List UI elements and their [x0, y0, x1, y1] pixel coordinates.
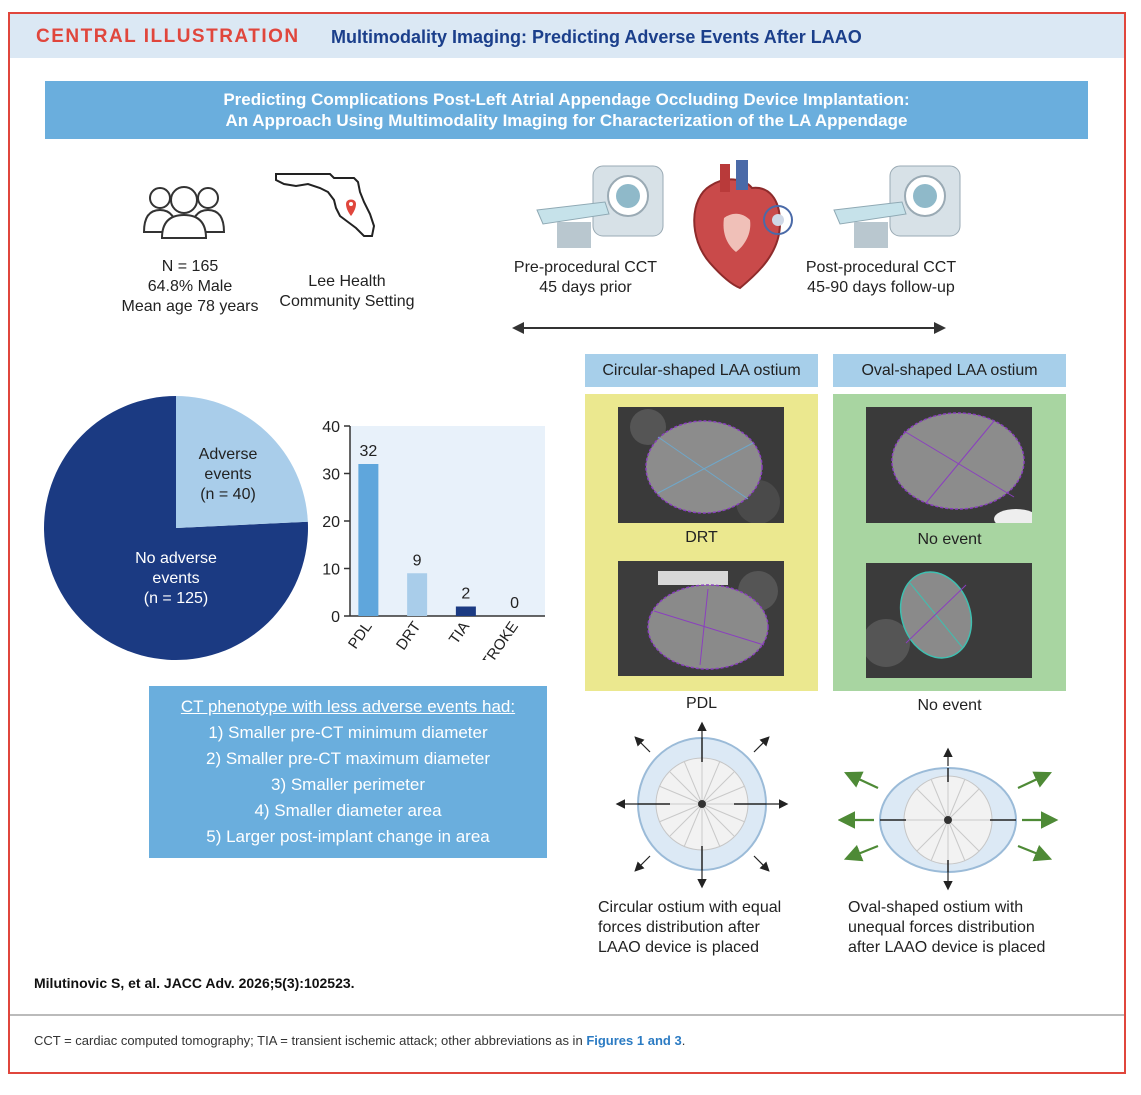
pie-adverse-label: Adverse events (n = 40) — [178, 445, 278, 505]
oval-force-diagram-icon — [838, 747, 1059, 891]
x-tick-label: TIA — [446, 619, 473, 648]
circular-caption-line-2: forces distribution after — [598, 919, 760, 936]
bar-drt — [407, 573, 428, 616]
y-tick-label: 20 — [322, 514, 340, 531]
phenotype-heading: CT phenotype with less adverse events ha… — [180, 697, 516, 716]
y-tick-label: 10 — [322, 562, 340, 579]
pie-adverse-line-1: Adverse — [198, 446, 258, 463]
oval-force-caption: Oval-shaped ostium with unequal forces d… — [848, 898, 1073, 958]
footnote-end: . — [681, 1033, 686, 1048]
y-tick-label: 40 — [322, 420, 340, 436]
circular-top-label: DRT — [685, 529, 718, 546]
bar-value-label: 0 — [510, 595, 519, 612]
cohort-n: N = 165 — [161, 258, 219, 275]
footnote: CCT = cardiac computed tomography; TIA =… — [34, 1033, 685, 1048]
post-procedural-label: Post-procedural CCT 45-90 days follow-up — [790, 258, 972, 298]
cohort-age: Mean age 78 years — [121, 298, 259, 315]
florida-map-icon — [275, 173, 376, 237]
post-line-2: 45-90 days follow-up — [807, 279, 955, 296]
plot-background — [350, 426, 545, 616]
citation: Milutinovic S, et al. JACC Adv. 2026;5(3… — [34, 975, 355, 991]
post-line-1: Post-procedural CCT — [805, 259, 957, 276]
phenotype-item: 4) Smaller diameter area — [254, 801, 442, 820]
footnote-text: CCT = cardiac computed tomography; TIA =… — [34, 1033, 583, 1048]
y-tick-label: 30 — [322, 467, 340, 484]
oval-caption-line-1: Oval-shaped ostium with — [848, 899, 1024, 916]
pie-adverse-line-2: events — [204, 466, 252, 483]
ct-phenotype-box: CT phenotype with less adverse events ha… — [149, 686, 547, 858]
ct-scanner-pre-icon — [536, 165, 664, 248]
pie-adverse-line-3: (n = 40) — [200, 486, 256, 503]
circular-force-caption: Circular ostium with equal forces distri… — [598, 898, 813, 958]
pre-line-1: Pre-procedural CCT — [513, 259, 658, 276]
figures-link[interactable]: Figures 1 and 3 — [586, 1033, 682, 1048]
circular-caption-line-3: LAAO device is placed — [598, 939, 759, 956]
y-tick-label: 0 — [331, 609, 340, 626]
figure-frame — [8, 12, 1126, 1074]
oval-bottom-label: No event — [917, 697, 982, 714]
x-tick-label: DRT — [393, 619, 424, 654]
pie-slice-adverse — [176, 396, 308, 528]
header-bar — [10, 14, 1124, 58]
ct-scanner-post-icon — [833, 165, 961, 248]
pie-no-adverse-line-2: events — [152, 570, 200, 587]
heart-device-icon — [693, 160, 793, 290]
footer-divider — [10, 1014, 1124, 1016]
bar-value-label: 32 — [359, 443, 377, 460]
circular-bottom-label: PDL — [685, 695, 718, 712]
phenotype-item: 1) Smaller pre-CT minimum diameter — [208, 723, 488, 742]
circular-caption-line-1: Circular ostium with equal — [598, 899, 782, 916]
study-banner: Predicting Complications Post-Left Atria… — [45, 81, 1088, 139]
pie-no-adverse-label: No adverse events (n = 125) — [110, 549, 242, 609]
pre-procedural-label: Pre-procedural CCT 45 days prior — [498, 258, 673, 298]
cohort-info: N = 165 64.8% Male Mean age 78 years — [105, 257, 275, 317]
adverse-events-pie — [44, 396, 308, 660]
phenotype-item: 2) Smaller pre-CT maximum diameter — [205, 749, 491, 768]
pie-no-adverse-line-3: (n = 125) — [143, 590, 209, 607]
oval-top-label: No event — [917, 531, 982, 548]
bar-value-label: 9 — [413, 552, 422, 569]
central-illustration-label: CENTRAL ILLUSTRATION — [36, 26, 300, 47]
oval-caption-line-2: unequal forces distribution — [848, 919, 1035, 936]
bar-pdl — [358, 464, 379, 616]
setting-info: Lee Health Community Setting — [262, 272, 432, 312]
pie-slice-no-adverse — [44, 396, 308, 660]
cohort-male: 64.8% Male — [147, 278, 233, 295]
banner-line-1: Predicting Complications Post-Left Atria… — [223, 90, 910, 109]
ct-image-oval-top — [866, 407, 1032, 523]
oval-ostium-header: Oval-shaped LAA ostium — [833, 354, 1066, 387]
timeline-arrow-icon — [512, 322, 946, 334]
phenotype-item: 3) Smaller perimeter — [271, 775, 425, 794]
pre-line-2: 45 days prior — [539, 279, 632, 296]
x-tick-label: PDL — [345, 619, 376, 653]
people-group-icon — [142, 186, 226, 239]
setting-line-2: Community Setting — [279, 293, 415, 310]
figure-title: Multimodality Imaging: Predicting Advers… — [331, 27, 862, 47]
bar-value-label: 2 — [461, 586, 470, 603]
phenotype-item: 5) Larger post-implant change in area — [206, 827, 490, 846]
bar-tia — [455, 606, 476, 616]
circular-ostium-header: Circular-shaped LAA ostium — [585, 354, 818, 387]
banner-line-2: An Approach Using Multimodality Imaging … — [225, 111, 908, 130]
x-tick-label: STROKE — [473, 619, 522, 660]
ct-image-circular-drt — [618, 407, 784, 523]
ct-image-oval-bottom — [866, 563, 1032, 678]
circular-force-diagram-icon — [615, 721, 789, 889]
ct-image-circular-pdl — [618, 561, 784, 676]
oval-caption-line-3: after LAAO device is placed — [848, 939, 1046, 956]
pie-no-adverse-line-1: No adverse — [135, 550, 217, 567]
setting-line-1: Lee Health — [308, 273, 386, 290]
